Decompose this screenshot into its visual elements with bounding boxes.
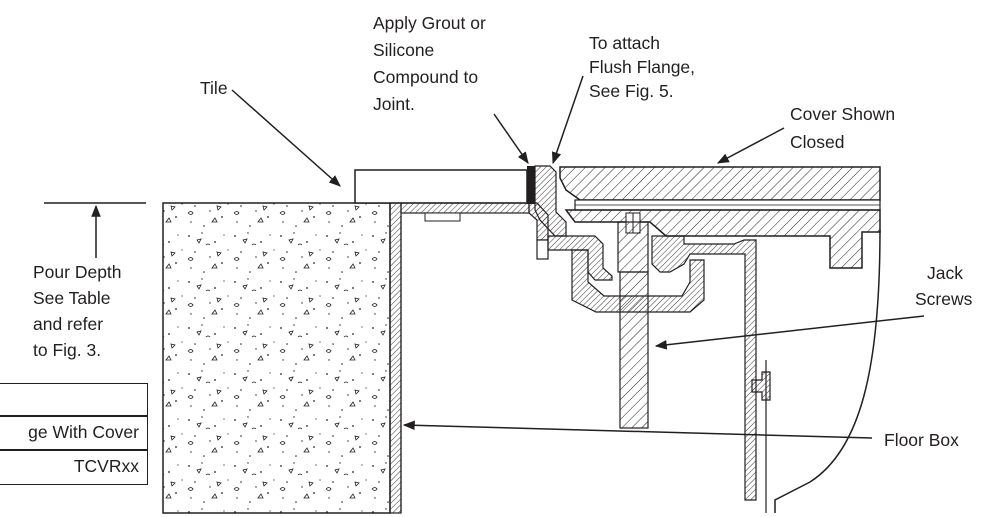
jack-screws-label-line1: Jack xyxy=(927,263,963,283)
tile xyxy=(354,169,528,204)
grout-label-line1: Apply Grout or xyxy=(373,13,486,33)
floor-box-wall xyxy=(389,202,402,514)
concrete-slab xyxy=(162,202,391,514)
flush-flange-label-line3: See Fig. 5. xyxy=(589,81,674,101)
pour-depth-label-line3: and refer xyxy=(33,314,104,334)
grout-joint xyxy=(527,166,535,204)
jack-screws-label-line2: Screws xyxy=(915,289,973,309)
flush-flange xyxy=(534,165,567,237)
cover xyxy=(559,166,881,269)
grout-label-line4: Joint. xyxy=(373,94,415,114)
pour-depth-label-line2: See Table xyxy=(33,288,111,308)
flush-flange-label-line2: Flush Flange, xyxy=(589,57,696,77)
tile-label: Tile xyxy=(200,78,228,98)
table-row: ge With Cover xyxy=(0,415,148,451)
flush-flange-label-line1: To attach xyxy=(589,33,661,53)
nut-housing xyxy=(571,249,705,313)
pour-depth-dimension xyxy=(44,202,146,258)
leader-lines xyxy=(231,75,925,439)
floor-box-label: Floor Box xyxy=(884,430,959,450)
grout-label-line2: Silicone xyxy=(373,40,435,60)
table-row xyxy=(0,383,148,417)
floor-box-flange xyxy=(400,202,549,260)
jack-screw xyxy=(617,221,649,429)
floor-box-outer-shell xyxy=(765,229,881,513)
pour-depth-label-line4: to Fig. 3. xyxy=(33,340,102,360)
table-row: TCVRxx xyxy=(0,449,148,485)
cover-label-line2: Closed xyxy=(790,132,845,152)
cover-label-line1: Cover Shown xyxy=(790,104,896,124)
grout-label-line3: Compound to xyxy=(373,67,479,87)
pour-depth-label-line1: Pour Depth xyxy=(33,262,122,282)
